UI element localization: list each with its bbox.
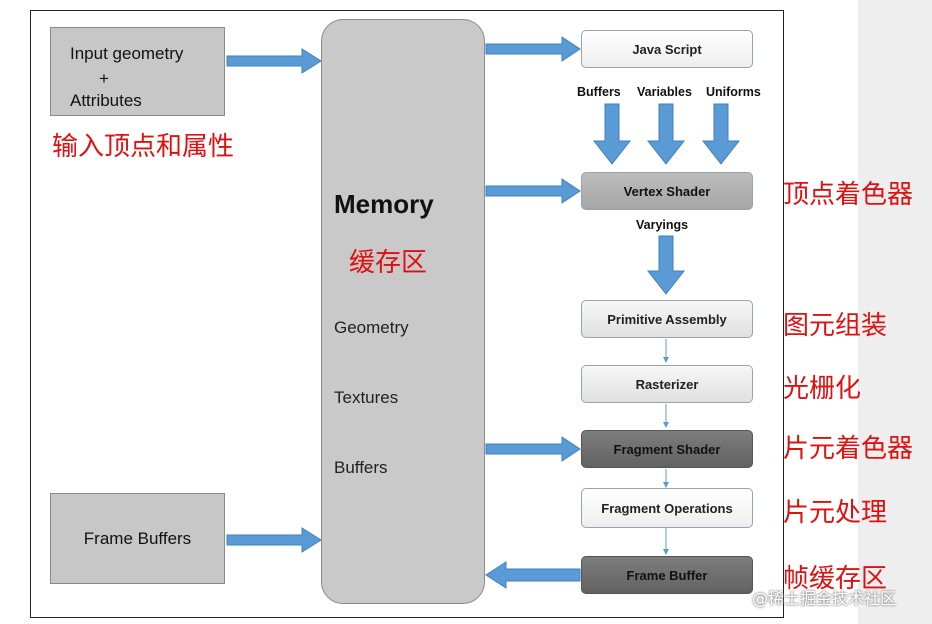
arrow-uniforms-down (701, 103, 741, 165)
stage-primitive-assembly: Primitive Assembly (581, 300, 753, 338)
side-panel (858, 0, 932, 624)
arrow-memory-to-javascript (485, 36, 581, 62)
label-zh-fragment-shader: 片元着色器 (783, 434, 914, 464)
arrow-framebuffer-to-memory (485, 561, 581, 589)
arrow-varyings-down (646, 235, 686, 295)
memory-title-zh: 缓存区 (349, 248, 428, 278)
memory-title: Memory (334, 189, 434, 219)
arrow-variables-down (646, 103, 686, 165)
input-label-uniforms: Uniforms (706, 85, 761, 99)
stage-rasterizer: Rasterizer (581, 365, 753, 403)
memory-block (321, 19, 485, 604)
stage-vertex-shader: Vertex Shader (581, 172, 753, 210)
input-geometry-text: Input geometry (70, 44, 184, 63)
stage-javascript: Java Script (581, 30, 753, 68)
watermark-text: @稀土掘金技术社区 (752, 589, 897, 608)
arrow-input-to-memory (226, 48, 322, 74)
input-label-variables: Variables (637, 85, 692, 99)
memory-item-buffers: Buffers (334, 458, 388, 477)
label-zh-frame-buffer: 帧缓存区 (783, 564, 888, 594)
frame-buffers-box: Frame Buffers (50, 493, 225, 584)
input-label-buffers: Buffers (577, 85, 621, 99)
frame-buffers-text: Frame Buffers (83, 528, 192, 548)
input-label-zh: 输入顶点和属性 (52, 132, 235, 162)
stage-frame-buffer: Frame Buffer (581, 556, 753, 594)
label-zh-rasterizer: 光栅化 (783, 374, 862, 404)
arrow-buffers-down (592, 103, 632, 165)
input-attributes-text: Attributes (70, 91, 142, 110)
arrow-memory-to-vertex-shader (485, 178, 581, 204)
stage-fragment-shader: Fragment Shader (581, 430, 753, 468)
stage-fragment-operations: Fragment Operations (581, 488, 753, 528)
label-zh-fragment-operations: 片元处理 (783, 498, 888, 528)
arrow-memory-to-fragment-shader (485, 436, 581, 462)
varyings-label: Varyings (636, 218, 689, 232)
label-zh-vertex-shader: 顶点着色器 (783, 180, 914, 210)
arrow-framebuffers-to-memory (226, 527, 322, 553)
label-zh-primitive-assembly: 图元组装 (783, 311, 888, 341)
input-plus-text: + (99, 69, 109, 88)
memory-item-geometry: Geometry (334, 318, 409, 337)
input-geometry-box: Input geometry + Attributes (50, 27, 225, 116)
memory-item-textures: Textures (334, 388, 399, 407)
